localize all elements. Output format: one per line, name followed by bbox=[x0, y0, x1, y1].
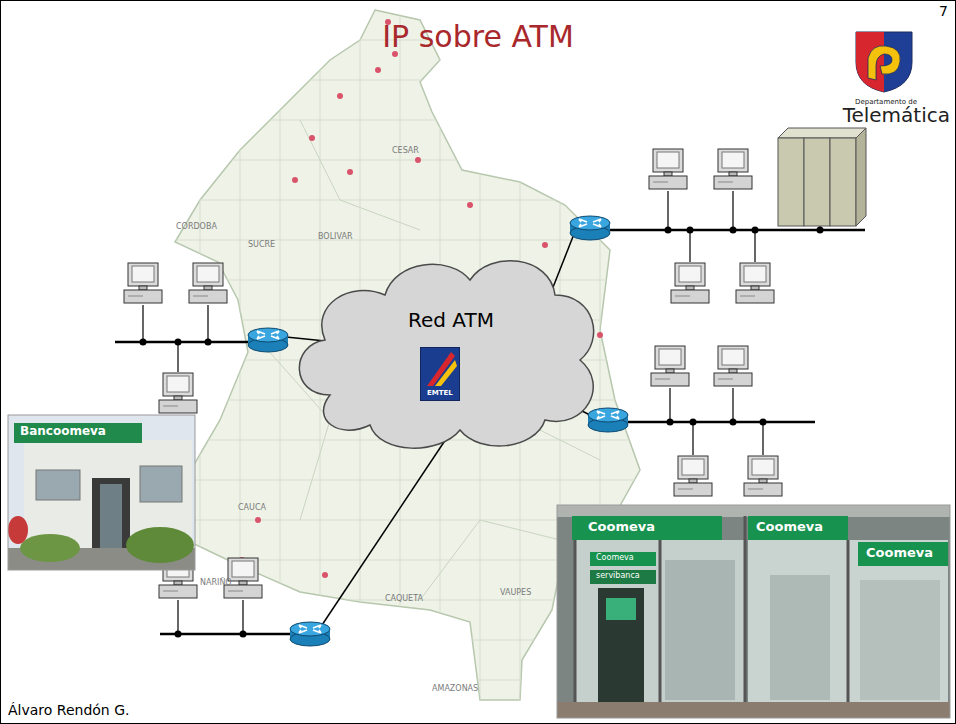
photo-sign: servibanca bbox=[596, 571, 640, 580]
map-name: CESAR bbox=[392, 146, 419, 155]
photo-sign: Coomeva bbox=[588, 520, 655, 535]
map-name: CAQUETA bbox=[385, 594, 423, 603]
author-name: Álvaro Rendón G. bbox=[8, 702, 129, 718]
map-name: NARIÑO bbox=[200, 578, 232, 587]
map-name: CORDOBA bbox=[176, 222, 217, 231]
page-number: 7 bbox=[939, 3, 948, 19]
slide-title: IP sobre ATM bbox=[382, 20, 574, 55]
logo-name: Telemática bbox=[843, 104, 950, 127]
photo-sign: Bancoomeva bbox=[20, 425, 106, 439]
company-logo: EMTEL bbox=[420, 347, 460, 401]
map-name: SUCRE bbox=[248, 240, 275, 249]
map-name: BOLIVAR bbox=[318, 232, 352, 241]
map-name: VAUPES bbox=[500, 588, 531, 597]
logo-stripe bbox=[435, 360, 457, 386]
photo-sign: Coomeva bbox=[596, 553, 634, 562]
map-name: AMAZONAS bbox=[432, 684, 478, 693]
cloud-label: Red ATM bbox=[408, 309, 494, 332]
logo-text: EMTEL bbox=[427, 389, 453, 397]
map-name: CAUCA bbox=[238, 503, 266, 512]
cloud-shape bbox=[299, 261, 593, 448]
network-cloud: Red ATM EMTEL bbox=[290, 245, 600, 455]
photo-sign: Coomeva bbox=[756, 520, 823, 535]
photo-sign: Coomeva bbox=[866, 546, 933, 561]
